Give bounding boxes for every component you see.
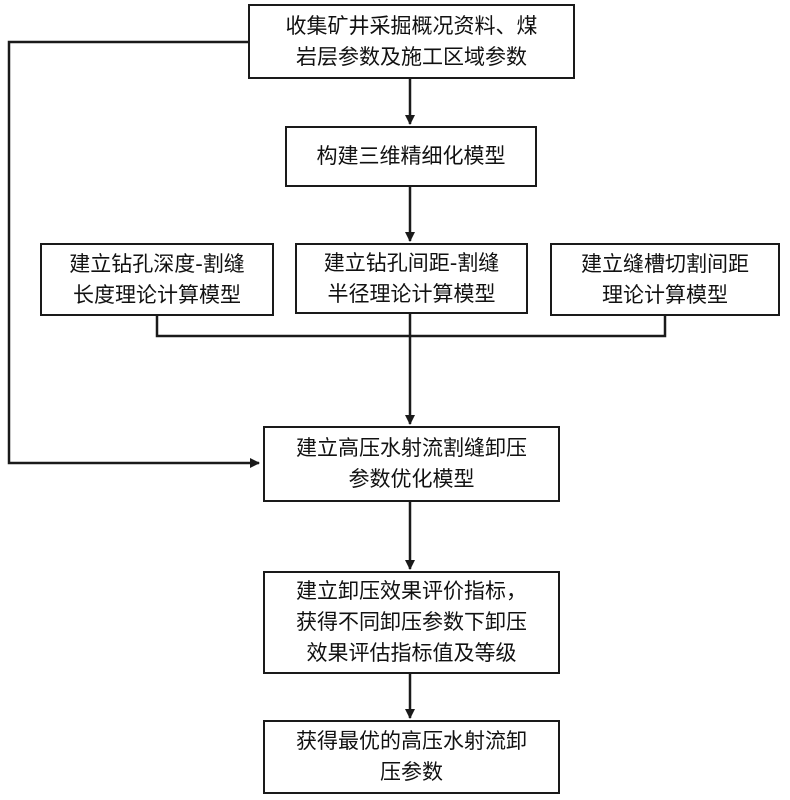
node-3d-model-line-1: 构建三维精细化模型 [316,144,506,168]
node-evaluation-index: 建立卸压效果评价指标， 获得不同卸压参数下卸压 效果评估指标值及等级 [263,571,560,674]
node-spacing-model-line-2: 半径理论计算模型 [327,281,496,306]
node-evaluation-index-line-3: 效果评估指标值及等级 [306,641,517,665]
node-optimization-model-line-2: 参数优化模型 [348,467,475,491]
node-depth-model-line-2: 长度理论计算模型 [73,282,241,307]
node-optimization-model-line-1: 建立高压水射流割缝卸压 [296,436,527,460]
node-optimal-result-line-1: 获得最优的高压水射流卸 [296,729,527,753]
node-depth-model: 建立钻孔深度-割缝 长度理论计算模型 [40,243,274,316]
node-optimization-model: 建立高压水射流割缝卸压 参数优化模型 [263,426,560,502]
node-collect-data: 收集矿井采掘概况资料、煤 岩层参数及施工区域参数 [248,4,575,79]
node-optimal-result: 获得最优的高压水射流卸 压参数 [263,720,560,794]
node-slot-model: 建立缝槽切割间距 理论计算模型 [550,243,780,316]
node-depth-model-line-1: 建立钻孔深度-割缝 [69,251,245,276]
node-3d-model: 构建三维精细化模型 [285,126,537,187]
node-collect-data-line-2: 岩层参数及施工区域参数 [296,44,527,69]
arrow-collect-to-optimize [7,40,260,468]
node-collect-data-line-1: 收集矿井采掘概况资料、煤 [285,13,538,38]
node-optimal-result-line-2: 压参数 [380,760,443,784]
node-slot-model-line-2: 理论计算模型 [602,282,728,307]
node-slot-model-line-1: 建立缝槽切割间距 [581,251,749,276]
node-spacing-model: 建立钻孔间距-割缝 半径理论计算模型 [295,243,528,314]
node-evaluation-index-line-1: 建立卸压效果评价指标， [296,579,527,603]
node-evaluation-index-line-2: 获得不同卸压参数下卸压 [296,610,527,634]
node-spacing-model-line-1: 建立钻孔间距-割缝 [323,250,500,275]
